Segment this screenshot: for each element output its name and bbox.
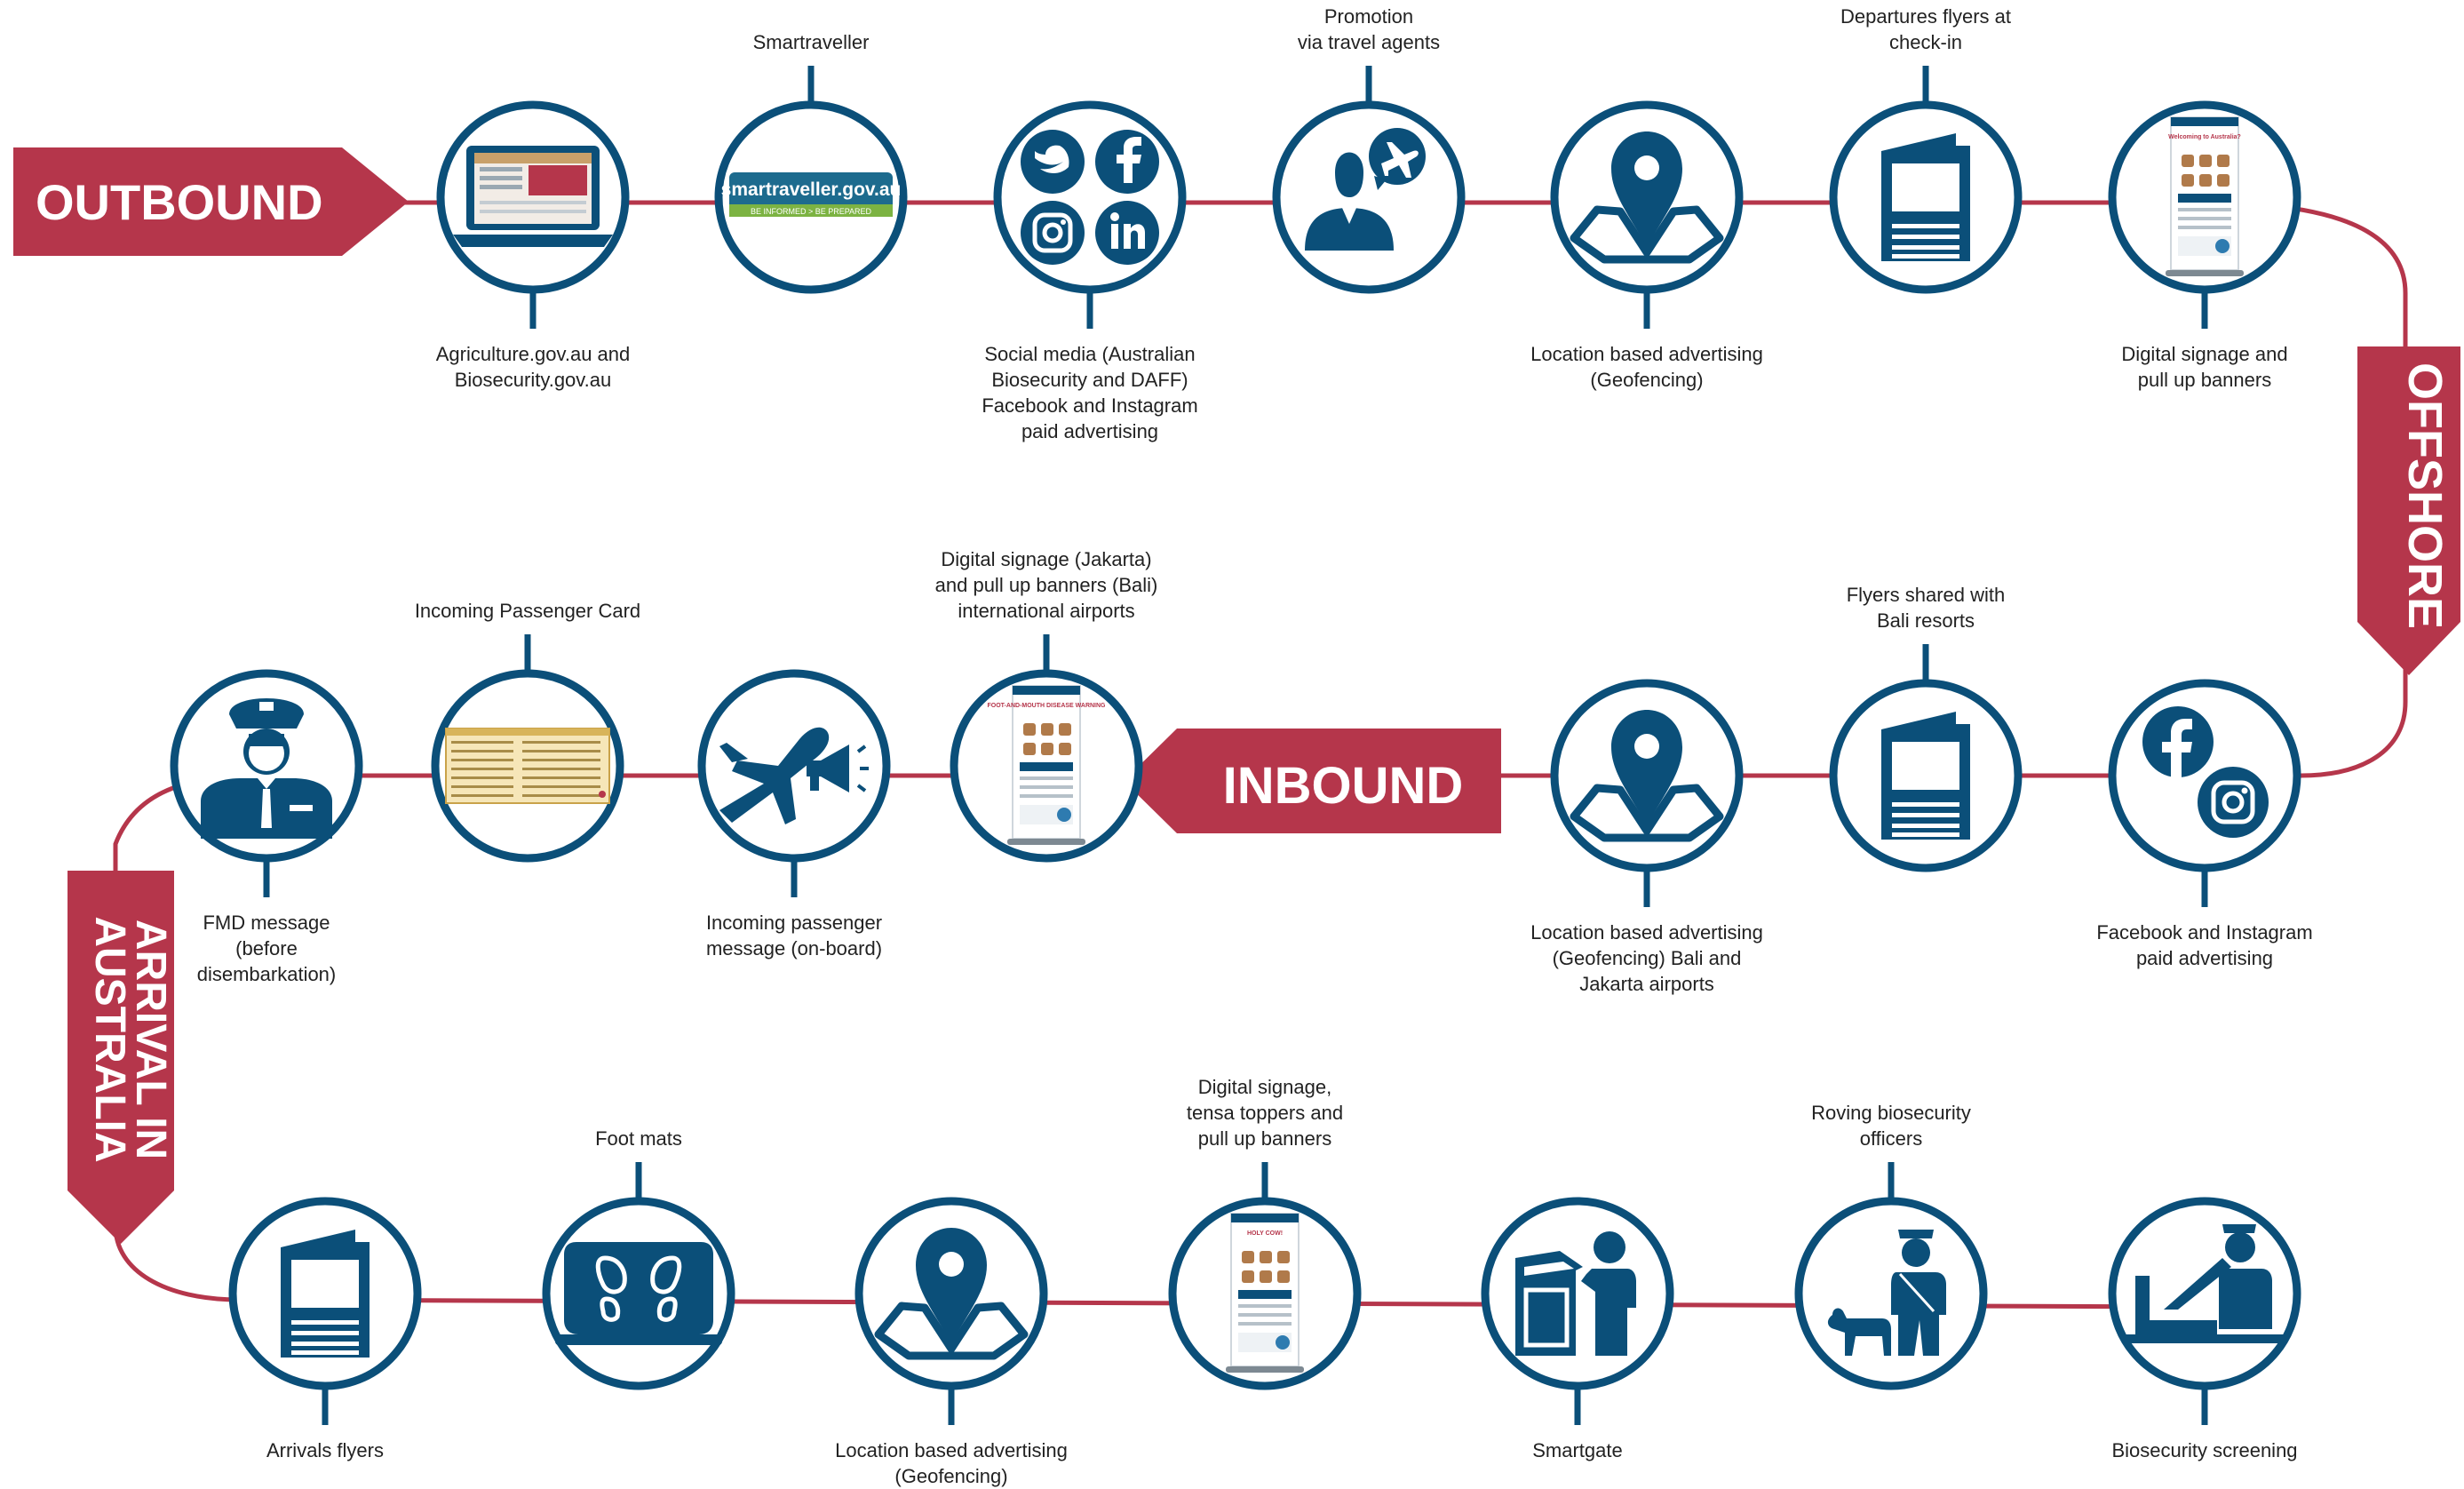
label-smartgate: Smartgate <box>1532 1439 1623 1461</box>
node-digital-signage-jakarta: FOOT-AND-MOUTH DISEASE WARNING <box>950 634 1143 863</box>
map-pin-icon <box>1570 710 1724 842</box>
node-arrivals-flyers <box>228 1197 422 1425</box>
node-agriculture-website <box>436 100 630 329</box>
pull-up-banner-icon: HOLY COW! <box>1226 1213 1304 1373</box>
inbound-banner: INBOUND <box>1124 729 1501 833</box>
node-digital-signage-outbound: Welcoming to Australia? <box>2108 100 2301 329</box>
smartgate-icon <box>1515 1231 1636 1356</box>
label-fmd-message: FMD message (before disembarkation) <box>196 912 337 985</box>
label-social-media: Social media (Australian Biosecurity and… <box>982 343 1198 442</box>
node-smartraveller: smartraveller.gov.au BE INFORMED > BE PRE… <box>714 66 908 294</box>
label-departure-flyers: Departures flyers at check-in <box>1840 5 2011 53</box>
node-bali-flyers <box>1829 644 2023 872</box>
node-facebook-instagram-inbound <box>2108 679 2301 907</box>
node-digital-signage-arrival: HOLY COW! <box>1168 1162 1362 1390</box>
map-pin-icon <box>1570 131 1724 264</box>
label-digital-signage-jakarta: Digital signage (Jakarta) and pull up ba… <box>934 548 1158 622</box>
node-circle <box>993 100 1187 294</box>
banner-headline-text: FOOT-AND-MOUTH DISEASE WARNING <box>988 703 1107 709</box>
label-digital-signage-arrival: Digital signage, tensa toppers and pull … <box>1186 1076 1344 1150</box>
laptop-website-icon <box>453 146 613 247</box>
node-smartgate <box>1481 1197 1674 1425</box>
banner-headline-text: Welcoming to Australia? <box>2168 134 2241 140</box>
offshore-banner: OFFSHORE <box>2357 346 2460 675</box>
pull-up-banner-icon: Welcoming to Australia? <box>2166 116 2244 276</box>
label-smartraveller: Smartraveller <box>752 31 870 53</box>
label-travel-agents: Promotion via travel agents <box>1297 5 1441 53</box>
passenger-card-icon <box>445 728 610 804</box>
pull-up-banner-icon: FOOT-AND-MOUTH DISEASE WARNING <box>988 685 1107 845</box>
plane-megaphone-icon <box>719 727 869 824</box>
node-geofencing-arrival <box>854 1197 1048 1425</box>
label-geofencing-outbound: Location based advertising (Geofencing) <box>1530 343 1763 391</box>
label-foot-mats: Foot mats <box>595 1127 682 1150</box>
node-circle <box>1272 100 1466 294</box>
officer-dog-icon <box>1827 1230 1946 1356</box>
foot-mat-icon <box>555 1242 722 1345</box>
pilot-icon <box>201 698 332 839</box>
label-biosecurity-screening: Biosecurity screening <box>2111 1439 2298 1461</box>
map-pin-icon <box>874 1228 1029 1360</box>
offshore-banner-text: OFFSHORE <box>2398 362 2452 629</box>
label-geofencing-arrival: Location based advertising (Geofencing) <box>835 1439 1068 1487</box>
screening-officer-icon <box>2125 1224 2285 1343</box>
outbound-banner: OUTBOUND <box>13 147 409 256</box>
node-fmd-message <box>170 669 363 897</box>
node-foot-mats <box>542 1162 735 1390</box>
node-social-media <box>993 100 1187 329</box>
label-arrivals-flyers: Arrivals flyers <box>266 1439 384 1461</box>
label-roving-officers: Roving biosecurity officers <box>1811 1102 1971 1150</box>
banner-headline-text: HOLY COW! <box>1247 1230 1283 1237</box>
node-incoming-passenger-card <box>431 634 624 863</box>
label-bali-flyers: Flyers shared with Bali resorts <box>1846 584 2006 632</box>
social-media-icons <box>1021 130 1159 265</box>
facebook-instagram-icon <box>2142 706 2269 838</box>
node-travel-agents <box>1272 66 1466 294</box>
node-roving-officers <box>1794 1162 1988 1390</box>
smartraveller-logo-tagline: BE INFORMED > BE PREPARED <box>751 207 872 216</box>
node-onboard-message <box>697 669 891 897</box>
node-geofencing-bali <box>1550 679 1744 907</box>
label-incoming-passenger-card: Incoming Passenger Card <box>414 600 641 622</box>
flyer-icon <box>1881 712 1970 840</box>
label-geofencing-bali: Location based advertising (Geofencing) … <box>1530 921 1763 995</box>
node-geofencing-outbound <box>1550 100 1744 329</box>
label-digital-signage-outbound: Digital signage and pull up banners <box>2121 343 2288 391</box>
node-circle <box>1481 1197 1674 1390</box>
label-onboard-message: Incoming passenger message (on-board) <box>705 912 883 959</box>
flyer-icon <box>1881 133 1970 261</box>
node-biosecurity-screening <box>2108 1197 2301 1425</box>
smartraveller-logo-icon: smartraveller.gov.au BE INFORMED > BE PRE… <box>721 172 902 217</box>
label-facebook-instagram-inbound: Facebook and Instagram paid advertising <box>2096 921 2313 969</box>
inbound-banner-text: INBOUND <box>1223 757 1464 815</box>
arrival-banner: ARRIVAL IN AUSTRALIA <box>68 871 174 1244</box>
arrival-banner-text-1: ARRIVAL IN <box>127 920 174 1159</box>
arrival-banner-text-2: AUSTRALIA <box>86 916 133 1162</box>
smartraveller-logo-text: smartraveller.gov.au <box>721 179 902 200</box>
node-departure-flyers <box>1829 66 2023 294</box>
node-circle <box>2108 679 2301 872</box>
travel-agent-icon <box>1305 128 1426 251</box>
label-agriculture-website: Agriculture.gov.au and Biosecurity.gov.a… <box>435 343 631 391</box>
flyer-icon <box>281 1230 370 1358</box>
outbound-banner-text: OUTBOUND <box>36 174 323 230</box>
